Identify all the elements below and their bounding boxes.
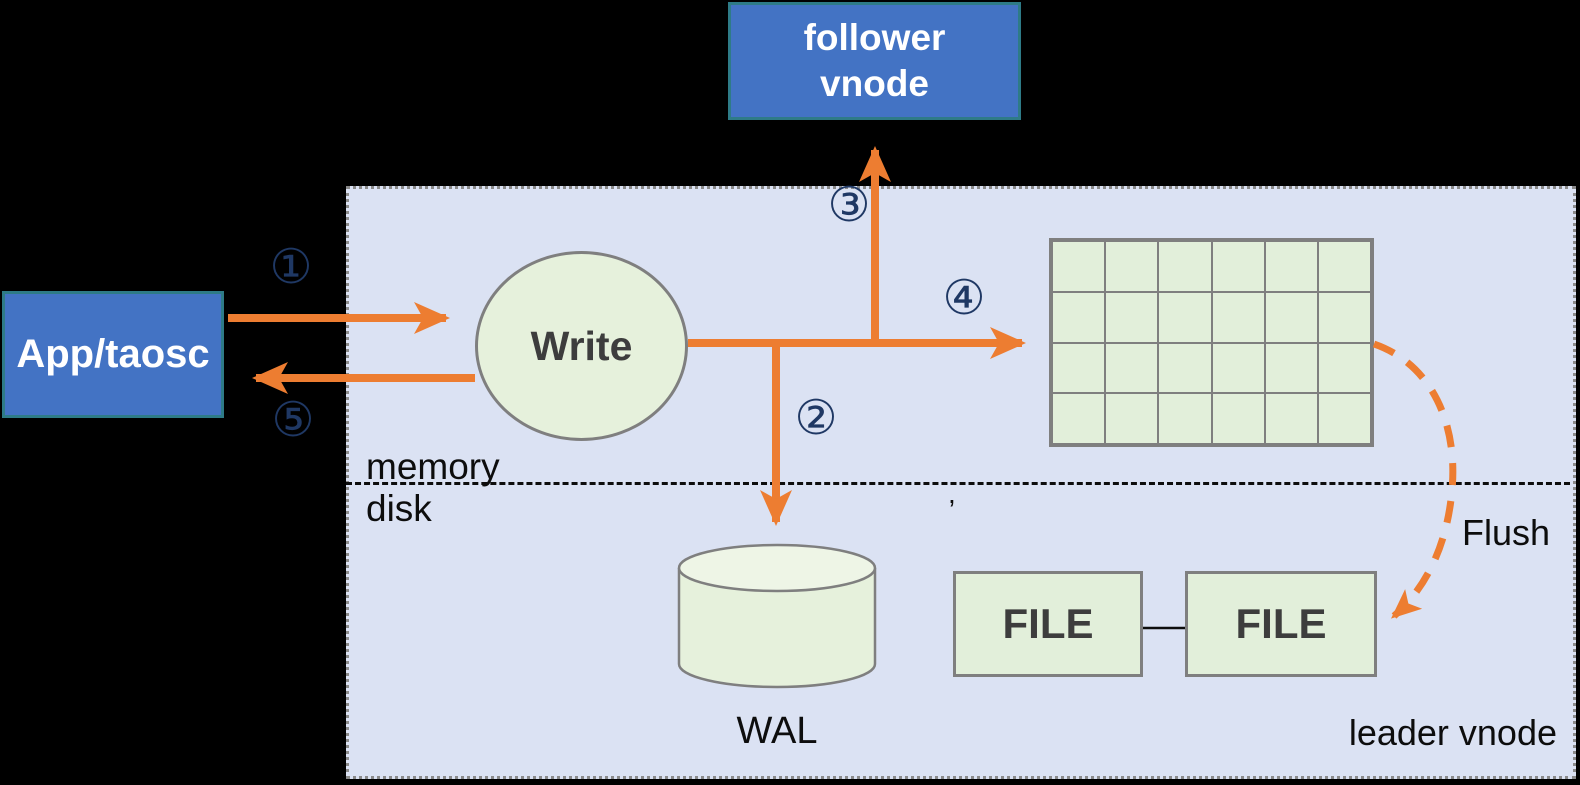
grid-cell (1317, 342, 1371, 394)
file-box-2: FILE (1185, 571, 1377, 677)
write-label: Write (530, 322, 633, 369)
step-4-badge: ④ (942, 272, 986, 325)
follower-vnode-box: follower vnode (728, 2, 1021, 120)
grid-cell (1317, 241, 1371, 292)
grid-cell (1264, 241, 1318, 292)
grid-cell (1264, 291, 1318, 343)
wal-label: WAL (736, 710, 818, 752)
comma-artifact: , (948, 478, 956, 509)
grid-cell (1211, 241, 1265, 292)
step-3-badge: ③ (827, 179, 871, 232)
grid-cell (1211, 342, 1265, 394)
mem-table-grid (1049, 238, 1374, 447)
grid-cell (1052, 291, 1106, 343)
disk-label: disk (366, 488, 432, 529)
step-5-badge: ⑤ (271, 394, 315, 447)
grid-cell (1158, 241, 1212, 292)
grid-cell (1158, 393, 1212, 444)
file-label-1: FILE (1002, 600, 1094, 647)
grid-cell (1211, 291, 1265, 343)
step-1-badge: ① (269, 241, 313, 294)
grid-cell (1317, 291, 1371, 343)
memory-disk-separator (346, 482, 1570, 485)
follower-vnode-label-line2: vnode (820, 63, 929, 104)
grid-cell (1158, 291, 1212, 343)
grid-cell (1264, 342, 1318, 394)
grid-cell (1052, 342, 1106, 394)
flush-label: Flush (1462, 512, 1551, 553)
grid-cell (1211, 393, 1265, 444)
grid-cell (1105, 342, 1159, 394)
write-circle: Write (475, 251, 688, 441)
follower-vnode-label-line1: follower (803, 17, 946, 58)
memory-label: memory (366, 446, 500, 487)
file-box-1: FILE (953, 571, 1143, 677)
grid-cell (1105, 291, 1159, 343)
grid-cell (1105, 393, 1159, 444)
grid-cell (1317, 393, 1371, 444)
grid-cell (1264, 393, 1318, 444)
leader-vnode-label: leader vnode (1348, 712, 1557, 753)
grid-cell (1105, 241, 1159, 292)
grid-cell (1052, 241, 1106, 292)
grid-cell (1158, 342, 1212, 394)
file-label-2: FILE (1235, 600, 1327, 647)
app-taosc-label: App/taosc (16, 332, 210, 376)
grid-cell (1052, 393, 1106, 444)
app-taosc-box: App/taosc (2, 291, 224, 418)
step-2-badge: ② (794, 392, 838, 445)
